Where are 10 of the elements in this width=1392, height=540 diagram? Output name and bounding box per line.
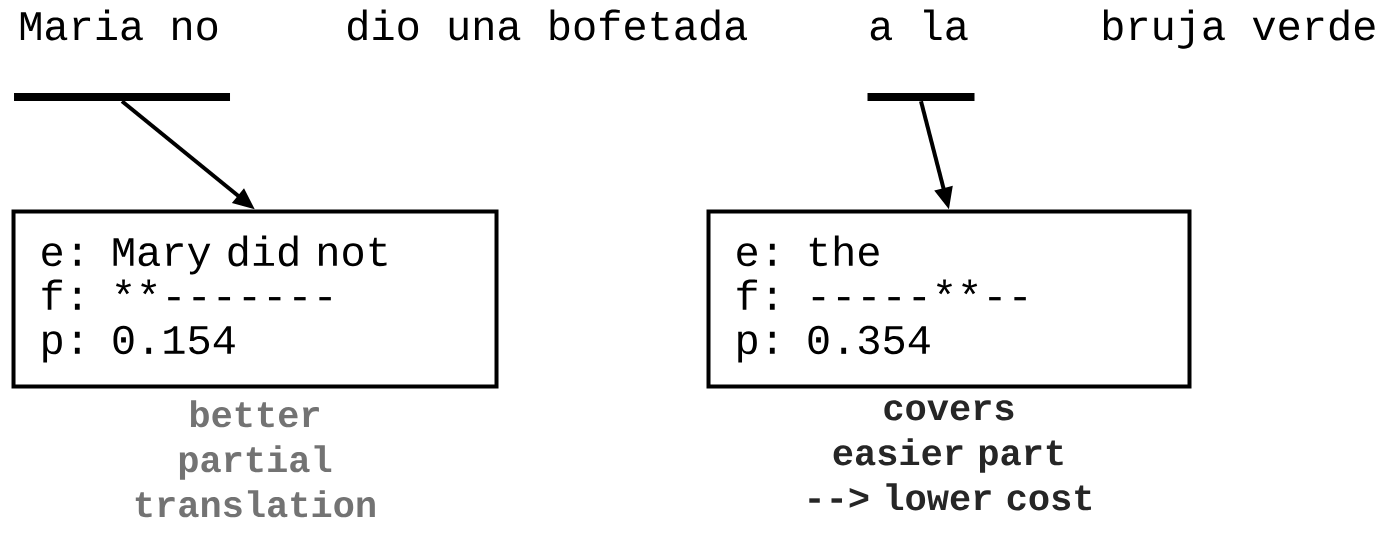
hypothesis-box: e: the f: -----**-- p: 0.354 — [706, 209, 1192, 389]
caption-text: covers easier part --> lower cost — [809, 400, 1091, 511]
source-word: dio una bofetada — [348, 9, 747, 41]
span-bar — [14, 93, 230, 101]
source-word: bruja verde — [1103, 9, 1375, 49]
source-word: Maria no — [20, 9, 218, 41]
source-word: a la — [870, 9, 968, 41]
span-bar — [867, 93, 975, 101]
hypothesis-box: e: Mary did not f: **------- p: 0.154 — [11, 209, 499, 389]
caption-text: better partial translation — [135, 400, 375, 518]
